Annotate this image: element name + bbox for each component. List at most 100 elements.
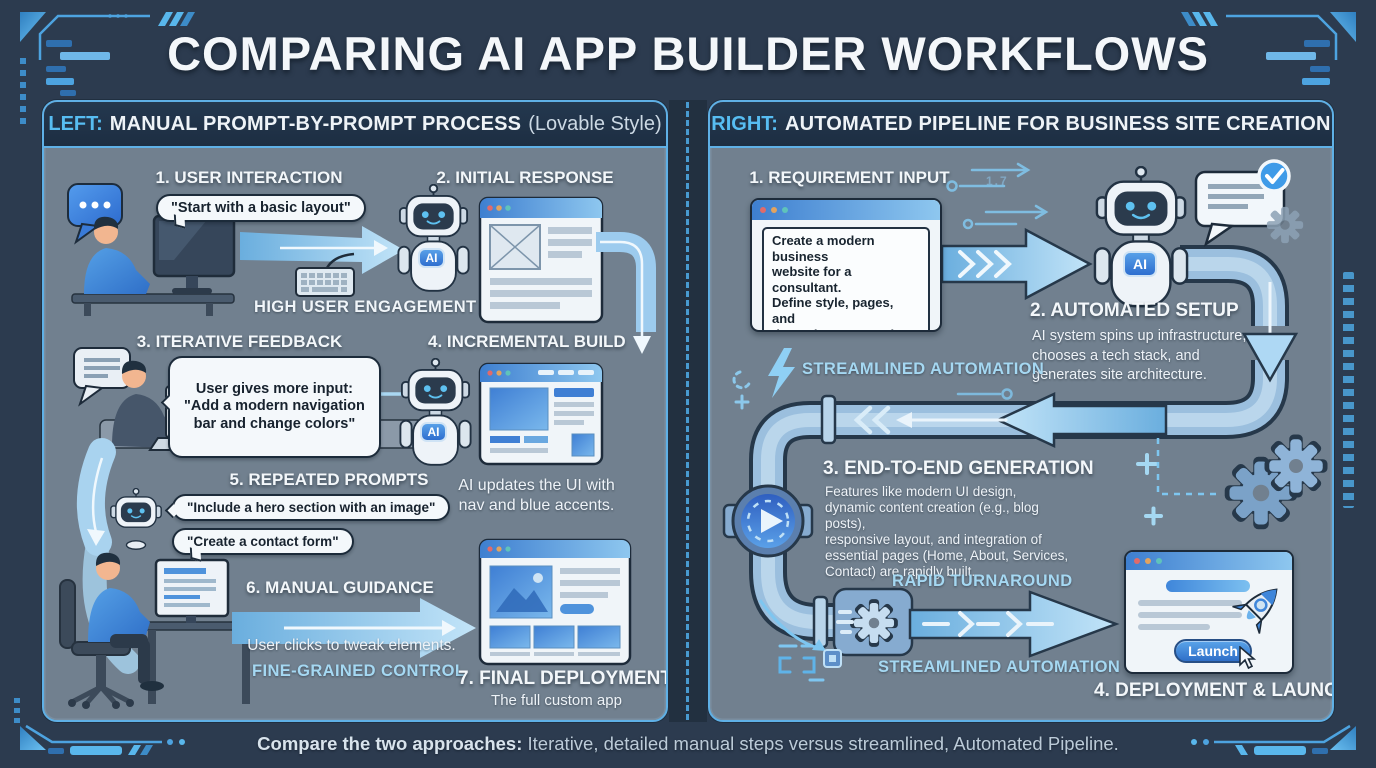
gear-icon [1264,434,1328,498]
window-dot-red [760,207,766,213]
step6-title: 6. MANUAL GUIDANCE [246,578,434,597]
lightning-icon [768,348,795,398]
arrow-left-into-pipe [995,392,1168,448]
window-dot-teal [1156,558,1162,564]
text-line [1138,600,1242,606]
bubble-tail [189,547,202,562]
arrow-input-to-ai [940,227,1093,301]
right-panel-header: RIGHT: AUTOMATED PIPELINE FOR BUSINESS S… [710,102,1332,148]
browser-window-blue-accents [478,362,604,466]
cursor-icon [1239,646,1257,670]
left-panel-header-prefix: LEFT: [48,112,103,135]
person-at-desktop-illustration [71,214,236,316]
chip-decor-icon [778,644,842,682]
ai-robot-icon [399,358,472,466]
step4-caption: AI updates the UI with nav and blue acce… [458,477,615,515]
pipe-flange [820,394,837,445]
step6-caption: User clicks to tweak elements. [247,637,456,654]
notification-bubble [1194,159,1291,248]
ai-badge: AI [418,248,445,268]
keyboard-icon [295,252,355,297]
footer-regular-text: Iterative, detailed manual steps versus … [527,733,1119,754]
right-panel-header-prefix: RIGHT: [711,112,778,135]
circuit-flow-icon-2 [946,388,1013,410]
rocket-icon [1232,588,1278,634]
browser-window-wireframe [478,196,604,324]
right-panel-header-title: AUTOMATED PIPELINE FOR BUSINESS SITE CRE… [784,112,1331,135]
step5-bubble2-text: "Create a contact form" [187,534,339,549]
left-panel-header: LEFT: MANUAL PROMPT-BY-PROMPT PROCESS (L… [44,102,666,148]
r-label-streamlined-2: STREAMLINED AUTOMATION [878,658,1121,676]
bubble-tail [173,214,186,229]
step5-title: 5. REPEATED PROMPTS [229,470,429,489]
r-step3-caption: Features like modern UI design, dynamic … [825,484,1069,579]
ai-robot-head-icon [110,488,162,550]
step1-title: 1. USER INTERACTION [155,168,343,187]
window-titlebar [1126,552,1292,570]
left-panel-header-suffix: (Lovable Style) [528,112,662,135]
ai-badge: AI [420,422,447,442]
ai-badge: AI [1123,251,1157,277]
bubble-tail [160,395,177,411]
circuit-plus-decor [1136,453,1163,526]
step4-title: 4. INCREMENTAL BUILD [428,332,626,351]
step3-speech-bubble: User gives more input: "Add a modern nav… [160,356,381,459]
launch-button[interactable]: Launch [1174,639,1252,663]
step1-speech-bubble: "Start with a basic layout" [156,194,366,229]
window-dot-teal [782,207,788,213]
step1-label: HIGH USER ENGAGEMENT [254,298,477,316]
gear-icon [1224,456,1298,530]
text-line [1138,612,1242,618]
arrow-user-to-ai [240,226,404,274]
gear-icon [1229,461,1293,525]
gear-icon [1266,206,1304,244]
step5-bubble1-text: "Include a hero section with an image" [187,500,436,515]
step5-speech-bubble-2: "Create a contact form" [172,528,354,562]
left-panel: LEFT: MANUAL PROMPT-BY-PROMPT PROCESS (L… [42,100,668,722]
r-step4-title: 4. DEPLOYMENT & LAUNCH [1094,680,1334,701]
footer-bold-text: Compare the two approaches: [257,733,523,754]
r-label-rapid-turnaround: RAPID TURNAROUND [892,572,1073,590]
window-titlebar [752,200,940,220]
text-line [1138,624,1210,630]
step3-bubble-text: User gives more input: "Add a modern nav… [184,380,365,433]
page-title: COMPARING AI APP BUILDER WORKFLOWS [167,27,1209,80]
dashed-connector [1156,438,1218,496]
ai-robot-icon [1093,166,1189,308]
right-edge-dash-strip [1343,272,1354,508]
chat-bubble-icon [67,183,123,245]
headline-pill [1166,580,1250,592]
r-label-streamlined-1: STREAMLINED AUTOMATION [802,360,1045,378]
pipe-flange [812,595,829,649]
footer-caption: Compare the two approaches: Iterative, d… [0,733,1376,755]
decor-digits: 1.7 [986,174,1009,188]
step1-bubble-text: "Start with a basic layout" [171,200,351,216]
left-panel-header-title: MANUAL PROMPT-BY-PROMPT PROCESS [109,112,522,135]
panel-divider-dashed-line [686,102,689,720]
window-dot-red [1134,558,1140,564]
arrow-streamlined-automation [908,590,1120,658]
step7-title: 7. FINAL DEPLOYMENT [458,668,668,689]
chat-lines-icon [73,347,131,407]
step3-title: 3. ITERATIVE FEEDBACK [136,332,343,351]
gear-housing [832,587,914,657]
arrow-curve-down [76,438,140,674]
right-panel: RIGHT: AUTOMATED PIPELINE FOR BUSINESS S… [708,100,1334,722]
deployment-window: Launch [1124,550,1294,674]
requirement-input-window: Create a modern business website for a c… [750,198,942,332]
bubble-tail [164,502,181,519]
step2-title: 2. INITIAL RESPONSE [436,168,614,187]
step7-caption: The full custom app [491,692,622,709]
checkmark-icon [1257,159,1291,193]
person-on-chair-illustration [59,552,263,709]
window-dot-orange [771,207,777,213]
requirement-text: Create a modern business website for a c… [762,227,930,330]
step6-label: FINE-GRAINED CONTROL [252,662,466,680]
window-dot-orange [1145,558,1151,564]
sparkle-icon [732,370,752,410]
return-pipe-flow [853,405,1008,435]
curved-arrow-icon [758,599,826,651]
r-step1-title: 1. REQUIREMENT INPUT [749,168,950,187]
r-step3-title: 3. END-TO-END GENERATION [823,458,1094,479]
